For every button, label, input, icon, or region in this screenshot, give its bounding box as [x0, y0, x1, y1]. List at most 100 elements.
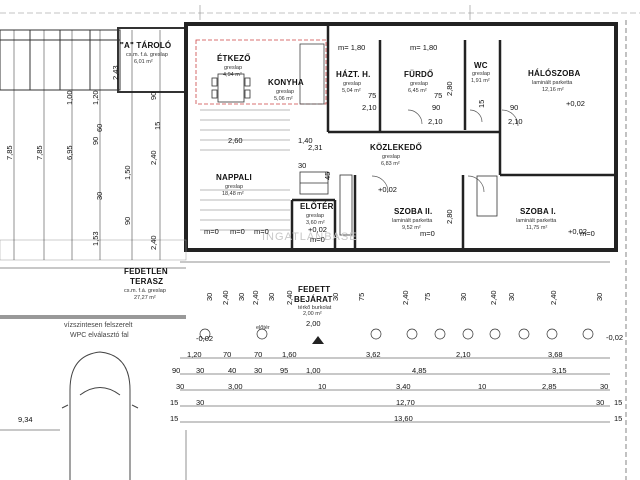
room-tarolo-name: "A" TÁROLÓ — [120, 41, 172, 50]
dim-label: 13,60 — [394, 414, 413, 423]
room-szoba2-floor: laminált parketta — [392, 218, 433, 224]
entrance-name-2: BEJÁRAT — [294, 295, 333, 304]
fence-note-2: WPC elválasztó fal — [70, 332, 129, 339]
dim-label: 30 — [596, 398, 605, 407]
dim-label: 30 — [95, 191, 104, 200]
level-marker: m=0 — [420, 229, 435, 238]
dim-label: 1,40 — [298, 136, 313, 145]
level-marker: -0,02 — [606, 333, 624, 342]
level-marker: m=0 — [204, 227, 219, 236]
level-marker: +0,02 — [308, 225, 327, 234]
dim-label: 30 — [331, 292, 340, 301]
dim-label: 1,53 — [91, 231, 100, 246]
dim-label: 70 — [223, 350, 232, 359]
house-walls — [184, 22, 618, 252]
dim-label: 30 — [267, 292, 276, 301]
left-dimension-lines — [13, 30, 161, 260]
dim-label: 3,40 — [396, 382, 411, 391]
room-furdo-area: 6,45 m² — [408, 88, 427, 94]
entrance-name: FEDETT — [298, 285, 331, 294]
dim-label: 3,62 — [366, 350, 381, 359]
dim-label: 90 — [432, 103, 441, 112]
room-haztar-name: HÁZT. H. — [336, 70, 371, 79]
room-szoba1-name: SZOBA I. — [520, 207, 556, 216]
dim-label: 1,20 — [91, 90, 100, 105]
terrace-area — [0, 239, 187, 261]
dim-label: 75 — [357, 292, 366, 301]
dim-label: 1,20 — [187, 350, 202, 359]
dim-label: 15 — [170, 398, 179, 407]
room-eloter-area: 3,60 m² — [306, 220, 325, 226]
fence-note-1: vízszintesen felszerelt — [64, 322, 133, 329]
dim-label: 45 — [323, 171, 332, 180]
terrace-name-2: TERASZ — [130, 277, 164, 286]
dim-label: 90 — [91, 136, 100, 145]
room-haloszoba-area: 12,16 m² — [542, 87, 564, 93]
room-kozlekedo-name: KÖZLEKEDŐ — [370, 143, 423, 152]
level-marker: m=0 — [310, 235, 325, 244]
room-konyha-floor: greslap — [276, 89, 295, 95]
car-icon — [61, 351, 139, 480]
room-etkezo-area: 4,94 m² — [223, 72, 242, 78]
dim-label: 60 — [95, 123, 104, 132]
wpc-fence — [0, 315, 186, 319]
room-etkezo-name: ÉTKEZŐ — [217, 54, 251, 63]
dim-label: 2,10 — [362, 103, 377, 112]
dim-label: 2,40 — [149, 235, 158, 250]
room-eloter-name: ELŐTÉR — [300, 202, 334, 211]
dim-label: 2,40 — [149, 150, 158, 165]
dim-label: 30 — [176, 382, 185, 391]
dim-label: 30 — [595, 292, 604, 301]
entrance-area: 2,00 m² — [303, 311, 322, 317]
dim-label: 2,40 — [285, 290, 294, 305]
storage-structure — [0, 27, 187, 93]
dim-label: 75 — [423, 292, 432, 301]
top-boundary-line — [0, 5, 640, 20]
dim-label: 90 — [510, 103, 519, 112]
level-marker: +0,02 — [566, 99, 585, 108]
level-marker: m= 1,80 — [410, 43, 438, 52]
entrance-floor: térkő burkolat — [298, 305, 332, 311]
room-wc-area: 1,91 m² — [471, 78, 490, 84]
terrace-name: FEDETLEN — [124, 267, 168, 276]
level-marker: -0,02 — [196, 334, 214, 343]
dim-label: 10 — [318, 382, 327, 391]
dim-label: 2,43 — [111, 65, 120, 80]
room-tarolo-area: 6,01 m² — [134, 59, 153, 65]
level-marker: m=0 — [254, 227, 269, 236]
room-wc-floor: greslap — [472, 71, 491, 77]
terrace-floor: cs.m. f.á. greslap — [124, 288, 166, 294]
dim-label: 30 — [600, 382, 609, 391]
dim-label: 30 — [196, 398, 205, 407]
room-etkezo-floor: greslap — [224, 65, 243, 71]
dim-label: 2,40 — [251, 290, 260, 305]
room-szoba2-name: SZOBA II. — [394, 207, 433, 216]
dim-label: 2,40 — [401, 290, 410, 305]
dim-label: 30 — [254, 366, 263, 375]
room-tarolo-floor: cs.m. f.á. greslap — [126, 52, 168, 58]
dim-label: 30 — [237, 292, 246, 301]
room-konyha-area: 5,06 m² — [274, 96, 293, 102]
dim-label: 6,95 — [65, 145, 74, 160]
room-furdo-floor: greslap — [410, 81, 429, 87]
dim-label: 15 — [170, 414, 179, 423]
entrance-width-dim: 2,00 — [306, 319, 321, 328]
dim-label: 1,00 — [65, 90, 74, 105]
dim-label: 30 — [196, 366, 205, 375]
outside-eloter-label: előtér — [256, 325, 270, 331]
left-total-dim: 9,34 — [18, 415, 33, 424]
dim-label: 1,50 — [123, 165, 132, 180]
dim-label: 95 — [280, 366, 289, 375]
level-marker: m=0 — [230, 227, 245, 236]
room-eloter-floor: greslap — [306, 213, 325, 219]
room-kozlekedo-floor: greslap — [382, 154, 401, 160]
hedge-row — [199, 328, 594, 340]
dim-label: 2,85 — [542, 382, 557, 391]
dim-label: 7,85 — [5, 145, 14, 160]
room-szoba2-area: 9,52 m² — [402, 225, 421, 231]
dim-label: 2,40 — [489, 290, 498, 305]
room-konyha-name: KONYHA — [268, 78, 304, 87]
room-haloszoba-name: HÁLÓSZOBA — [528, 69, 581, 78]
room-szoba1-floor: laminált parketta — [516, 218, 557, 224]
